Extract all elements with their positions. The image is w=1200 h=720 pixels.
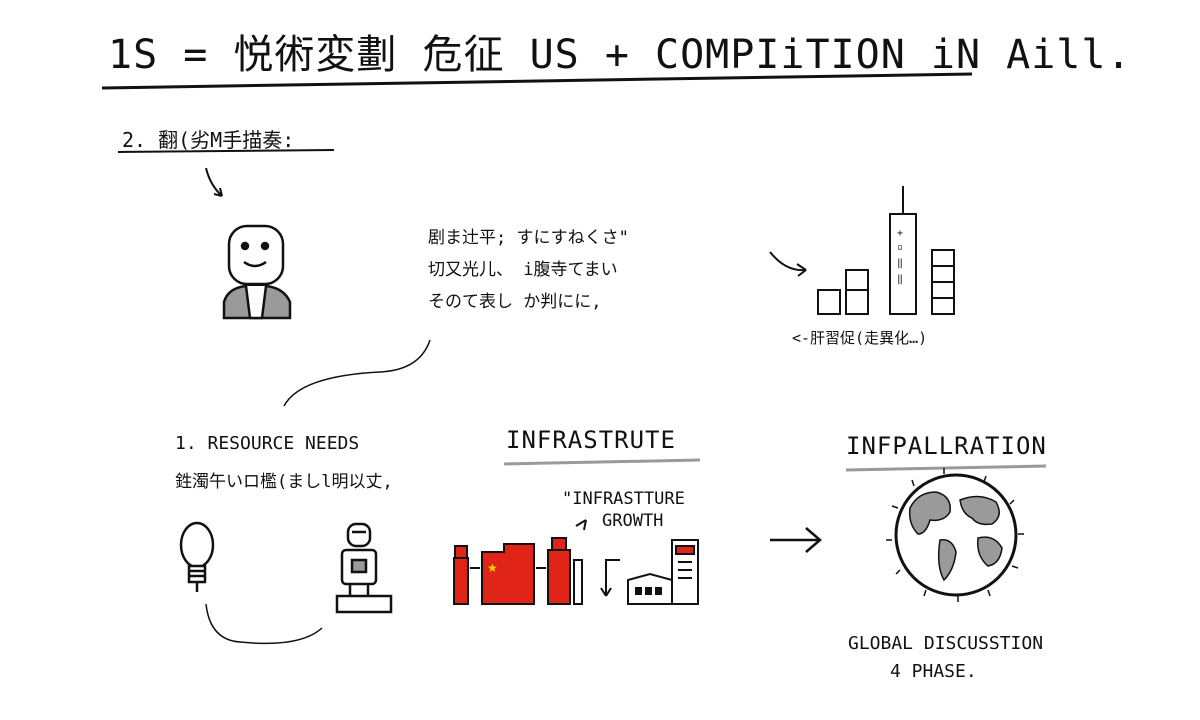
factory-icon: ★: [453, 537, 583, 605]
title-underline: [101, 72, 973, 90]
arrow-icon: [205, 167, 223, 197]
factory-icon: [627, 539, 699, 605]
arrow-icon: [575, 519, 620, 597]
lightbulb-icon: [179, 521, 215, 592]
infra-quote-line: GROWTH: [602, 511, 664, 531]
arrow-icon: [769, 251, 807, 277]
page-title: 1S = 悦術変劃 危征 US + COMPIiTION iN Aill.: [108, 32, 1132, 78]
installation-heading: INFPALLRATION: [846, 432, 1047, 460]
section-subtitle: 2. 翻(劣M手描奏:: [122, 128, 295, 152]
globe-icon: [886, 468, 1024, 602]
arrow-icon: [770, 527, 822, 553]
global-discussion: GLOBAL DISCUSSTION 4 PHASE.: [848, 630, 1043, 686]
note-line: 切又光儿、 i腹寺てまい: [428, 260, 618, 280]
svg-text:★: ★: [487, 561, 498, 575]
svg-text:+: +: [897, 228, 903, 239]
svg-text:‖: ‖: [897, 274, 903, 285]
infra-underline: [503, 458, 701, 466]
svg-text:▫: ▫: [897, 242, 903, 253]
infrastructure-quote: "INFRASTTURE GROWTH: [562, 488, 685, 532]
connector-curve-upper: [283, 339, 431, 407]
skyscraper-icon: + ▫ ‖ ‖: [817, 186, 955, 315]
note-line: そのて表し か判にに,: [428, 292, 602, 312]
svg-text:‖: ‖: [897, 258, 903, 269]
resource-title: 1. RESOURCE NEEDS: [175, 433, 360, 454]
install-underline: [845, 464, 1047, 472]
person-icon: [222, 224, 292, 320]
resource-subtitle: 鉎濁午いロ檻(ましl明以丈,: [175, 472, 393, 492]
subtitle-underline: [117, 149, 335, 153]
infrastructure-heading: INFRASTRUTE: [506, 426, 676, 454]
note-line: 剧ま辻平; すにすねくさ": [428, 228, 629, 248]
global-line: GLOBAL DISCUSSTION: [848, 633, 1044, 654]
bar-caption: <-肝習促(走異化…): [792, 329, 928, 347]
infra-quote-line: "INFRASTTURE: [562, 489, 685, 509]
global-line: 4 PHASE.: [890, 661, 977, 682]
robot-icon: [335, 522, 393, 614]
connector-curve-lower: [205, 603, 323, 645]
handwritten-note: 剧ま辻平; すにすねくさ" 切又光儿、 i腹寺てまい そのて表し か判にに,: [428, 222, 629, 318]
